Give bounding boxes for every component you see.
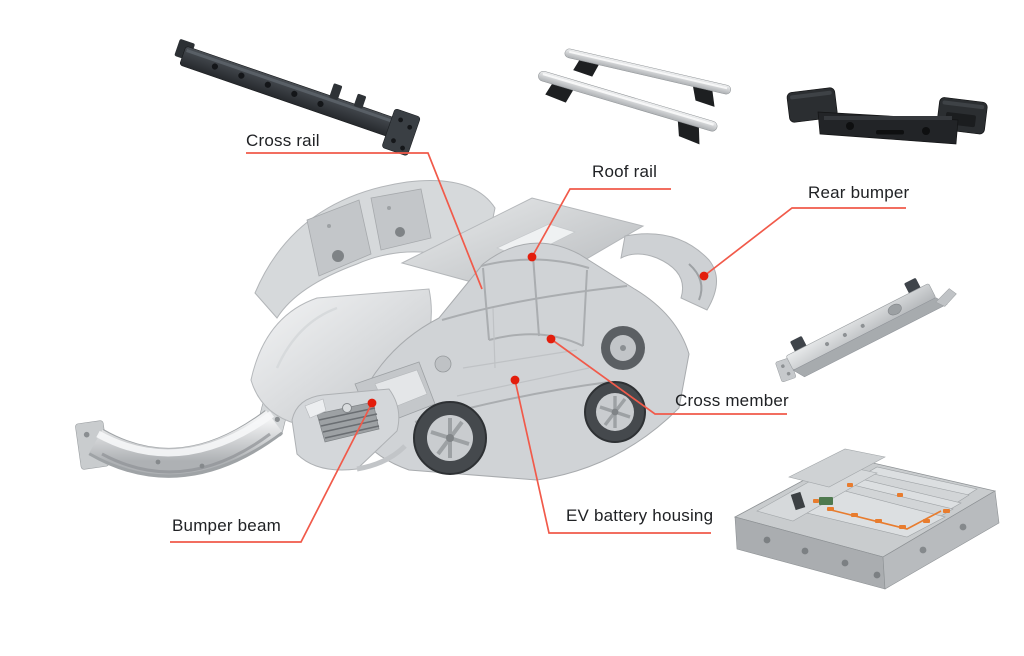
label-ev-battery-housing: EV battery housing [566, 506, 714, 525]
exploded-car-body-image [250, 179, 717, 481]
label-rear-bumper: Rear bumper [808, 183, 910, 202]
cross-rail-part-image [174, 39, 421, 156]
label-roof-rail: Roof rail [592, 162, 658, 181]
roof-rail-part-image [538, 48, 731, 145]
cross-member-part-image [775, 278, 957, 383]
label-cross-rail: Cross rail [246, 131, 320, 150]
ev-battery-part-image [733, 448, 1000, 590]
label-cross-member: Cross member [675, 391, 789, 410]
label-bumper-beam: Bumper beam [172, 516, 281, 535]
bumper-beam-part-image [75, 392, 291, 478]
rear-bumper-part-image [786, 87, 988, 145]
